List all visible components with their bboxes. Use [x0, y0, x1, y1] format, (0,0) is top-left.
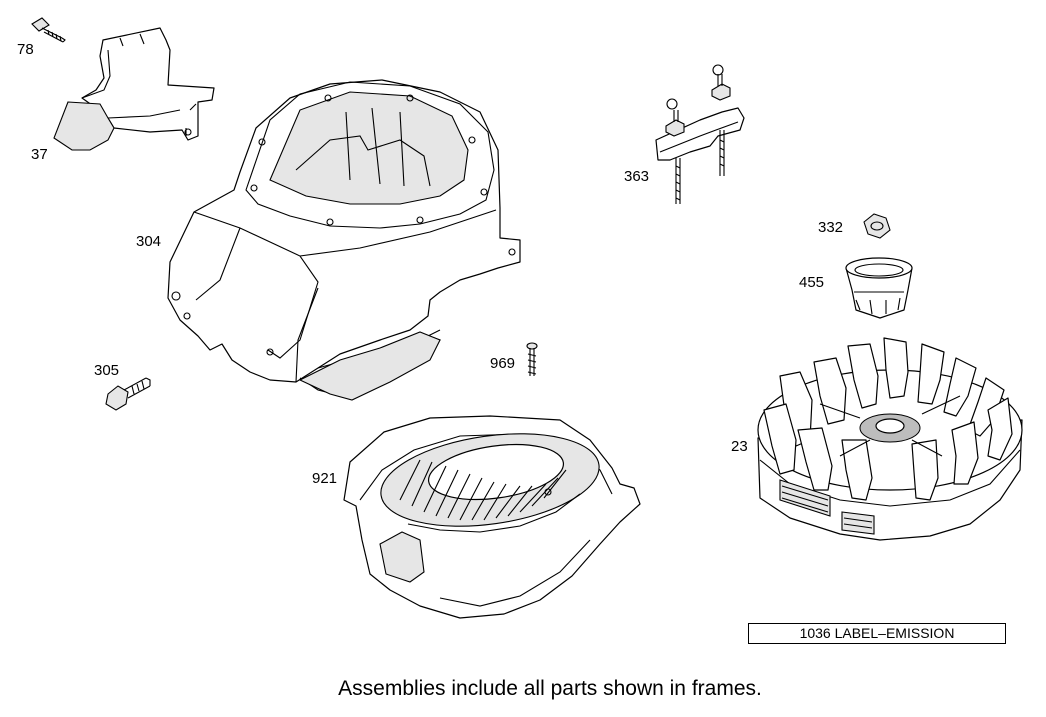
part-969-screw[interactable] — [526, 342, 538, 376]
callout-78: 78 — [17, 41, 34, 58]
callout-332: 332 — [818, 219, 844, 236]
part-332-nut[interactable] — [863, 213, 891, 239]
callout-455: 455 — [799, 274, 825, 291]
emission-label-box[interactable]: 1036 LABEL–EMISSION — [748, 623, 1006, 644]
part-305-bolt[interactable] — [105, 377, 151, 411]
callout-37: 37 — [31, 146, 48, 163]
callout-969: 969 — [490, 355, 516, 372]
part-304-blower-housing[interactable] — [167, 79, 521, 401]
part-78-bolt[interactable] — [31, 17, 66, 43]
part-921-starter-cover[interactable] — [343, 415, 641, 619]
part-455-cup[interactable] — [845, 257, 913, 319]
callout-23: 23 — [731, 438, 748, 455]
callout-363: 363 — [624, 168, 650, 185]
part-37-air-guide[interactable] — [53, 27, 215, 151]
part-23-flywheel[interactable] — [757, 337, 1023, 541]
footer-note: Assemblies include all parts shown in fr… — [338, 677, 762, 700]
part-363-bracket[interactable] — [655, 64, 745, 204]
callout-304: 304 — [136, 233, 162, 250]
callout-305: 305 — [94, 362, 120, 379]
callout-921: 921 — [312, 470, 338, 487]
